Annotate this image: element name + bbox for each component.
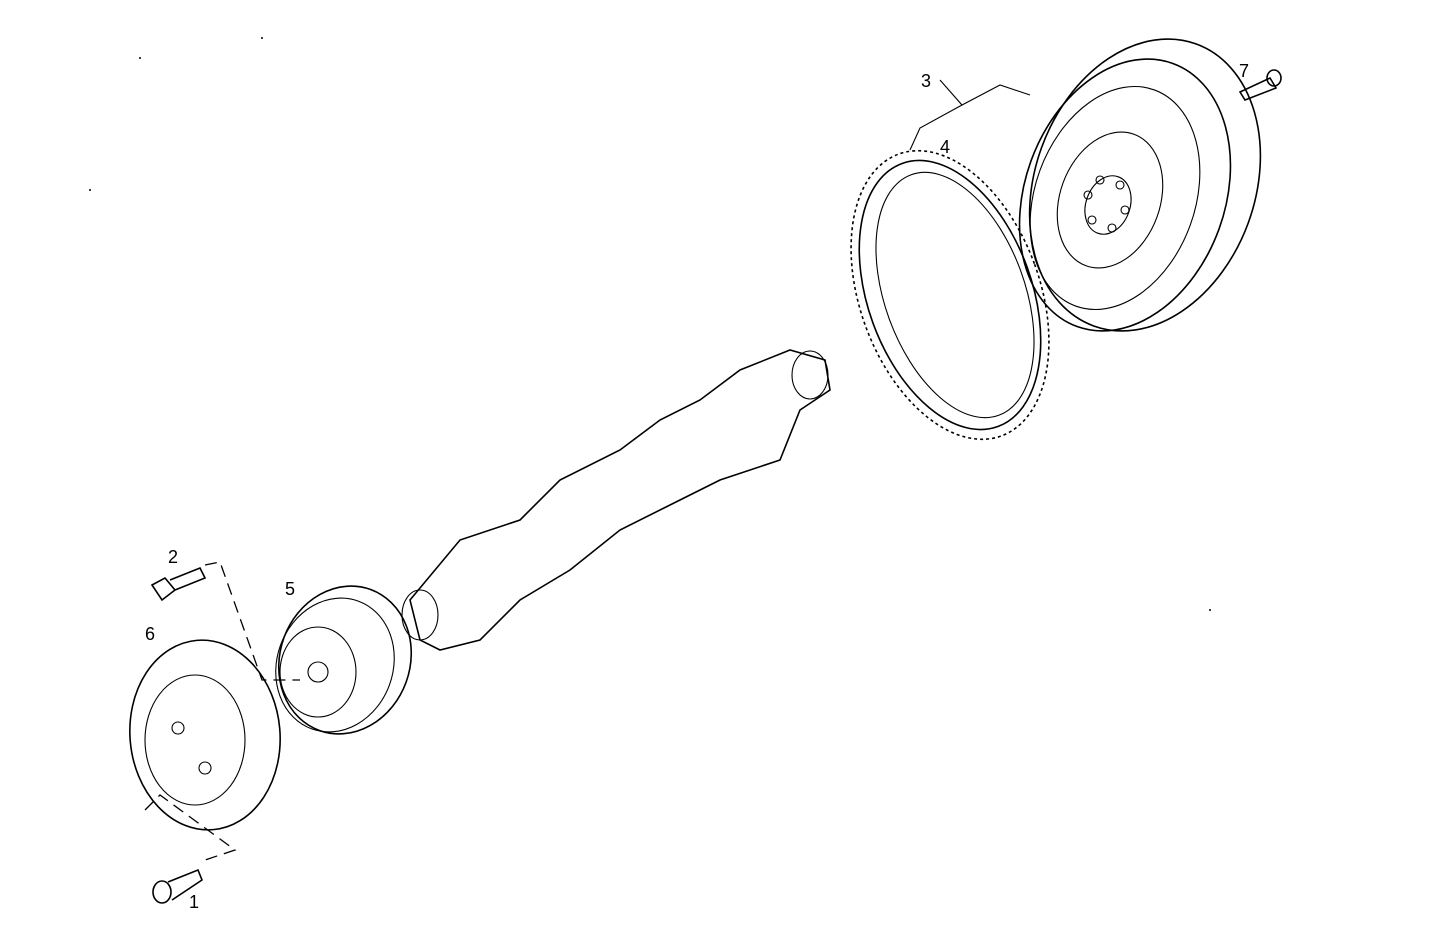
callout-6: 6 [145,624,156,644]
callout-3: 3 [921,71,932,91]
flywheel [1018,38,1262,332]
bolt-1 [152,868,203,904]
crankshaft [401,349,831,651]
dashed-leader-1 [144,794,237,861]
damper [129,639,281,831]
leader-3 [939,79,1031,106]
leader-3-branch [909,104,963,151]
callout-2: 2 [168,547,179,567]
ring-gear [850,149,1050,441]
pulley [275,585,413,735]
bolt-2 [150,566,207,602]
callout-4: 4 [940,137,951,157]
callout-1: 1 [189,892,200,912]
dashed-leader-2 [204,561,300,681]
bolt-7 [1238,69,1282,101]
callout-5: 5 [285,579,296,599]
callout-7: 7 [1239,61,1250,81]
